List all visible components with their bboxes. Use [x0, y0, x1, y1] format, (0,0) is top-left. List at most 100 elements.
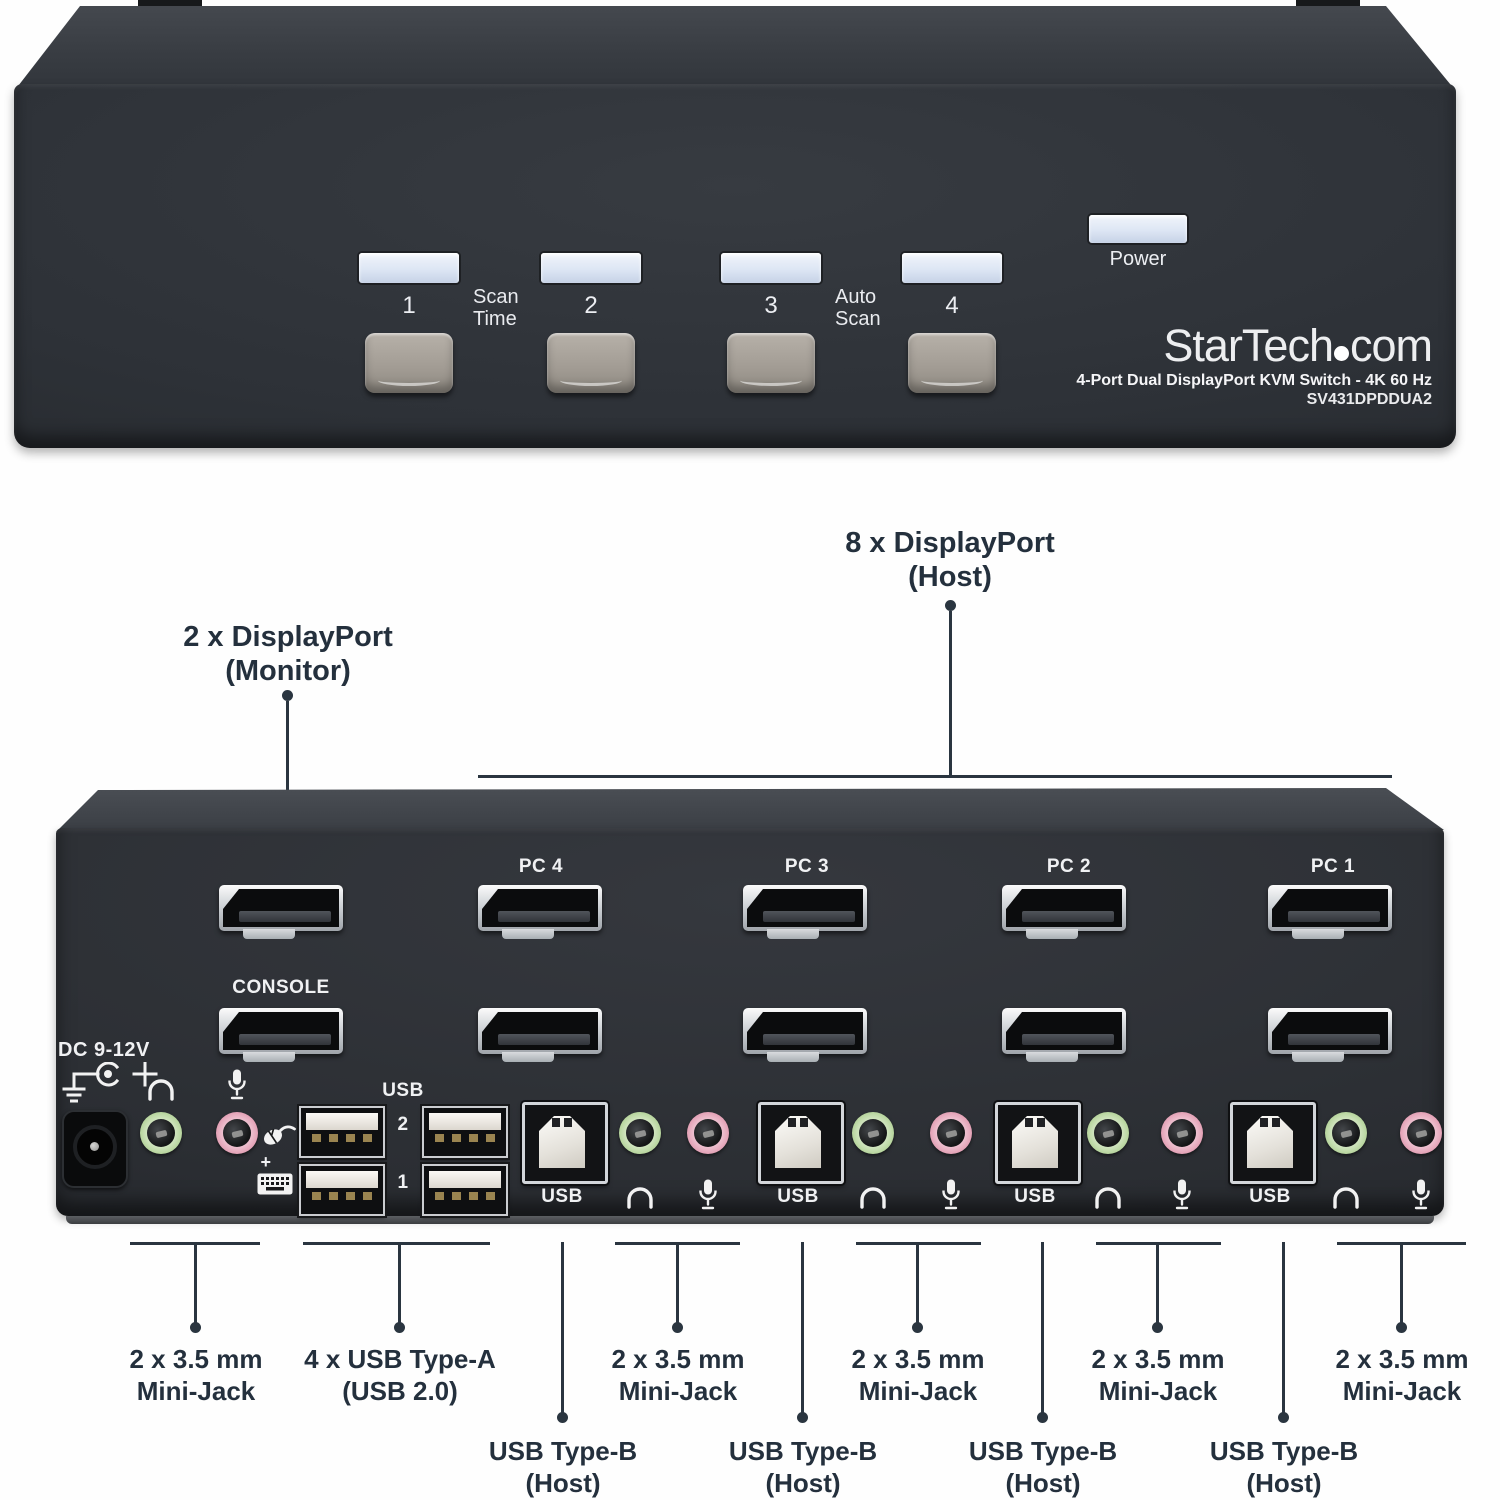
keyboard-plus-label: +	[260, 1152, 272, 1172]
callout-line	[1282, 1242, 1285, 1417]
usb-b-pc2-port	[995, 1102, 1081, 1184]
monitor-displayport-callout: 2 x DisplayPort (Monitor)	[183, 621, 393, 687]
rear-device-bottom-edge	[66, 1216, 1434, 1224]
channel-3-led	[721, 253, 821, 283]
displayport-pc1-in-1	[1268, 885, 1392, 939]
headphone-icon	[1333, 1187, 1359, 1209]
power-led-label: Power	[1109, 248, 1167, 270]
callout-line	[561, 1242, 564, 1417]
usb-b-pc4-port	[522, 1102, 608, 1184]
callout-line	[1041, 1242, 1044, 1417]
displayport-pc4-in-2	[478, 1008, 602, 1062]
usb-hub-port-2-label: 2	[397, 1114, 409, 1135]
pc2-microphone-jack	[1161, 1112, 1203, 1154]
pc2-headphone-jack	[1087, 1112, 1129, 1154]
host-callout-line	[949, 611, 952, 775]
power-led	[1089, 215, 1187, 243]
host-displayport-callout: 8 x DisplayPort (Host)	[845, 527, 1055, 593]
callout-line	[801, 1242, 804, 1417]
mini-jack-callout: 2 x 3.5 mm Mini-Jack	[851, 1344, 985, 1406]
keyboard-icon	[257, 1173, 293, 1195]
usb-a-port-1a	[299, 1164, 385, 1216]
scan-time-label: Scan Time	[473, 286, 519, 330]
callout-dot	[1037, 1412, 1048, 1423]
headphone-icon	[1095, 1187, 1121, 1209]
usb-b-pc2-label: USB	[1014, 1186, 1056, 1207]
callout-dot	[1152, 1322, 1163, 1333]
pc1-label: PC 1	[1310, 856, 1356, 877]
callout-line	[398, 1242, 401, 1327]
callout-line	[916, 1242, 919, 1327]
pc1-microphone-jack	[1400, 1112, 1442, 1154]
headphone-icon	[860, 1187, 886, 1209]
microphone-icon	[1412, 1179, 1430, 1210]
channel-4-select-button	[908, 333, 996, 393]
channel-4-label: 4	[945, 292, 959, 319]
pc1-headphone-jack	[1325, 1112, 1367, 1154]
callout-line	[194, 1242, 197, 1327]
usb-type-b-callout: USB Type-B (Host)	[728, 1436, 878, 1498]
channel-2-select-button	[547, 333, 635, 393]
mini-jack-callout: 2 x 3.5 mm Mini-Jack	[129, 1344, 263, 1406]
monitor-callout-dot	[282, 690, 293, 701]
pc4-label: PC 4	[518, 856, 564, 877]
usb-b-pc1-label: USB	[1249, 1186, 1291, 1207]
channel-3-label: 3	[764, 292, 778, 319]
usb-b-pc3-port	[758, 1102, 844, 1184]
headphone-icon	[627, 1187, 653, 1209]
callout-bracket	[303, 1242, 490, 1245]
usb-b-pc1-port	[1230, 1102, 1316, 1184]
dc-power-jack	[62, 1110, 128, 1188]
displayport-pc1-in-2	[1268, 1008, 1392, 1062]
brand-tld-text: com	[1349, 320, 1433, 371]
usb-type-b-callout: USB Type-B (Host)	[968, 1436, 1118, 1498]
displayport-pc2-in-2	[1002, 1008, 1126, 1062]
callout-line	[1400, 1242, 1403, 1327]
callout-line	[1156, 1242, 1159, 1327]
usb-hub-port-1-label: 1	[397, 1172, 409, 1193]
channel-3-select-button	[727, 333, 815, 393]
console-label: CONSOLE	[232, 977, 330, 998]
channel-4-led	[902, 253, 1002, 283]
callout-dot	[190, 1322, 201, 1333]
callout-line	[676, 1242, 679, 1327]
brand-logo: StarTech com	[1030, 320, 1433, 371]
auto-scan-label: Auto Scan	[835, 286, 881, 330]
displayport-pc3-in-2	[743, 1008, 867, 1062]
headphone-icon	[148, 1079, 174, 1101]
dc-power-label: DC 9-12V	[58, 1039, 150, 1061]
pc4-headphone-jack	[619, 1112, 661, 1154]
usb-b-pc4-label: USB	[541, 1186, 583, 1207]
callout-dot	[394, 1322, 405, 1333]
microphone-icon	[942, 1179, 960, 1210]
callout-dot	[797, 1412, 808, 1423]
usb-type-b-callout: USB Type-B (Host)	[488, 1436, 638, 1498]
product-title: 4-Port Dual DisplayPort KVM Switch - 4K …	[1076, 372, 1432, 389]
pc2-label: PC 2	[1046, 856, 1092, 877]
callout-dot	[1278, 1412, 1289, 1423]
usb-hub-label: USB	[382, 1080, 424, 1101]
channel-1-led	[359, 253, 459, 283]
monitor-callout-line	[286, 701, 289, 793]
usb-b-pc3-label: USB	[777, 1186, 819, 1207]
displayport-pc3-in-1	[743, 885, 867, 939]
host-callout-bracket	[478, 775, 1392, 778]
displayport-console-out-2	[219, 1008, 343, 1062]
displayport-pc2-in-1	[1002, 885, 1126, 939]
usb-a-port-2b	[422, 1106, 508, 1158]
channel-1-select-button	[365, 333, 453, 393]
front-device-top-face	[15, 6, 1455, 90]
usb-a-port-1b	[422, 1164, 508, 1216]
pc3-headphone-jack	[852, 1112, 894, 1154]
channel-2-label: 2	[584, 292, 598, 319]
host-callout-dot	[945, 600, 956, 611]
rear-device-top-face	[56, 788, 1444, 832]
brand-dot-icon	[1333, 346, 1349, 361]
mouse-icon	[263, 1125, 296, 1145]
callout-dot	[912, 1322, 923, 1333]
channel-1-label: 1	[402, 292, 416, 319]
callout-dot	[1396, 1322, 1407, 1333]
brand-name-text: StarTech	[1163, 320, 1334, 371]
dc-polarity-icon	[62, 1062, 158, 1103]
mini-jack-callout: 2 x 3.5 mm Mini-Jack	[1091, 1344, 1225, 1406]
